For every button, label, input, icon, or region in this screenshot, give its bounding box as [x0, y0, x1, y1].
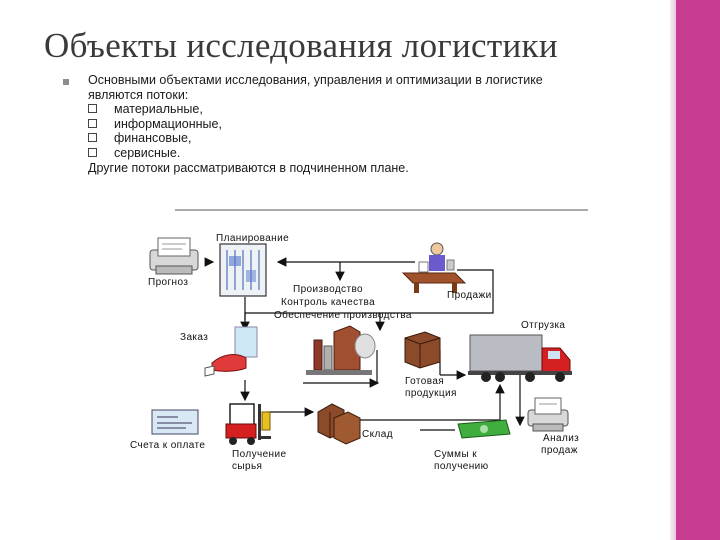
sales-person-icon	[401, 242, 467, 293]
finished-goods-icon	[404, 331, 441, 369]
label-quality: Контроль качества	[281, 297, 375, 308]
label-production: Производство	[293, 284, 363, 295]
invoice-card-icon	[151, 409, 199, 435]
bullet-marker	[63, 79, 69, 85]
outro-line: Другие потоки рассматриваются в подчинен…	[88, 160, 409, 175]
decorative-side-band	[676, 0, 720, 540]
label-planning: Планирование	[216, 233, 289, 244]
flow-item-service: сервисные.	[88, 146, 618, 161]
intro-line-2: являются потоки:	[88, 87, 189, 102]
checkbox-bullet-icon	[88, 118, 97, 128]
analysis-printer-icon	[527, 397, 569, 432]
checkbox-bullet-icon	[88, 133, 97, 143]
handshake-icon	[204, 354, 247, 377]
money-bills-icon	[457, 419, 511, 439]
flow-item-financial: финансовые,	[88, 131, 618, 146]
flow-item-information: информационные,	[88, 117, 618, 132]
forklift-icon	[225, 403, 271, 445]
label-warehouse: Склад	[362, 429, 393, 440]
label-supply: Обеспечение производства	[274, 309, 412, 321]
label-raw-2: сырья	[232, 461, 262, 472]
truck-icon	[468, 334, 572, 382]
order-document-icon	[234, 326, 258, 358]
flow-item-material: материальные,	[88, 102, 618, 117]
label-invoices: Счета к оплате	[130, 440, 205, 451]
label-receivables-1: Суммы к	[434, 449, 477, 460]
label-forecast: Прогноз	[148, 277, 188, 288]
forecast-printer-icon	[149, 237, 199, 275]
checkbox-bullet-icon	[88, 147, 97, 157]
planning-board-icon	[219, 243, 267, 297]
label-finished-1: Готовая	[405, 376, 444, 387]
factory-icon	[306, 325, 376, 375]
label-order: Заказ	[180, 332, 208, 343]
slide-title: Объекты исследования логистики	[44, 26, 558, 65]
label-shipping: Отгрузка	[521, 320, 565, 331]
label-analysis-1: Анализ	[543, 433, 579, 444]
label-sales: Продажи	[447, 290, 492, 301]
warehouse-icon	[317, 403, 361, 445]
label-raw-1: Получение	[232, 449, 286, 460]
label-finished-2: продукция	[405, 388, 457, 399]
slide-body: Основными объектами исследования, управл…	[88, 73, 618, 175]
checkbox-bullet-icon	[88, 104, 97, 114]
decorative-band-edge	[670, 0, 676, 540]
intro-line-1: Основными объектами исследования, управл…	[88, 73, 543, 87]
label-receivables-2: получению	[434, 461, 489, 472]
label-analysis-2: продаж	[541, 445, 578, 456]
